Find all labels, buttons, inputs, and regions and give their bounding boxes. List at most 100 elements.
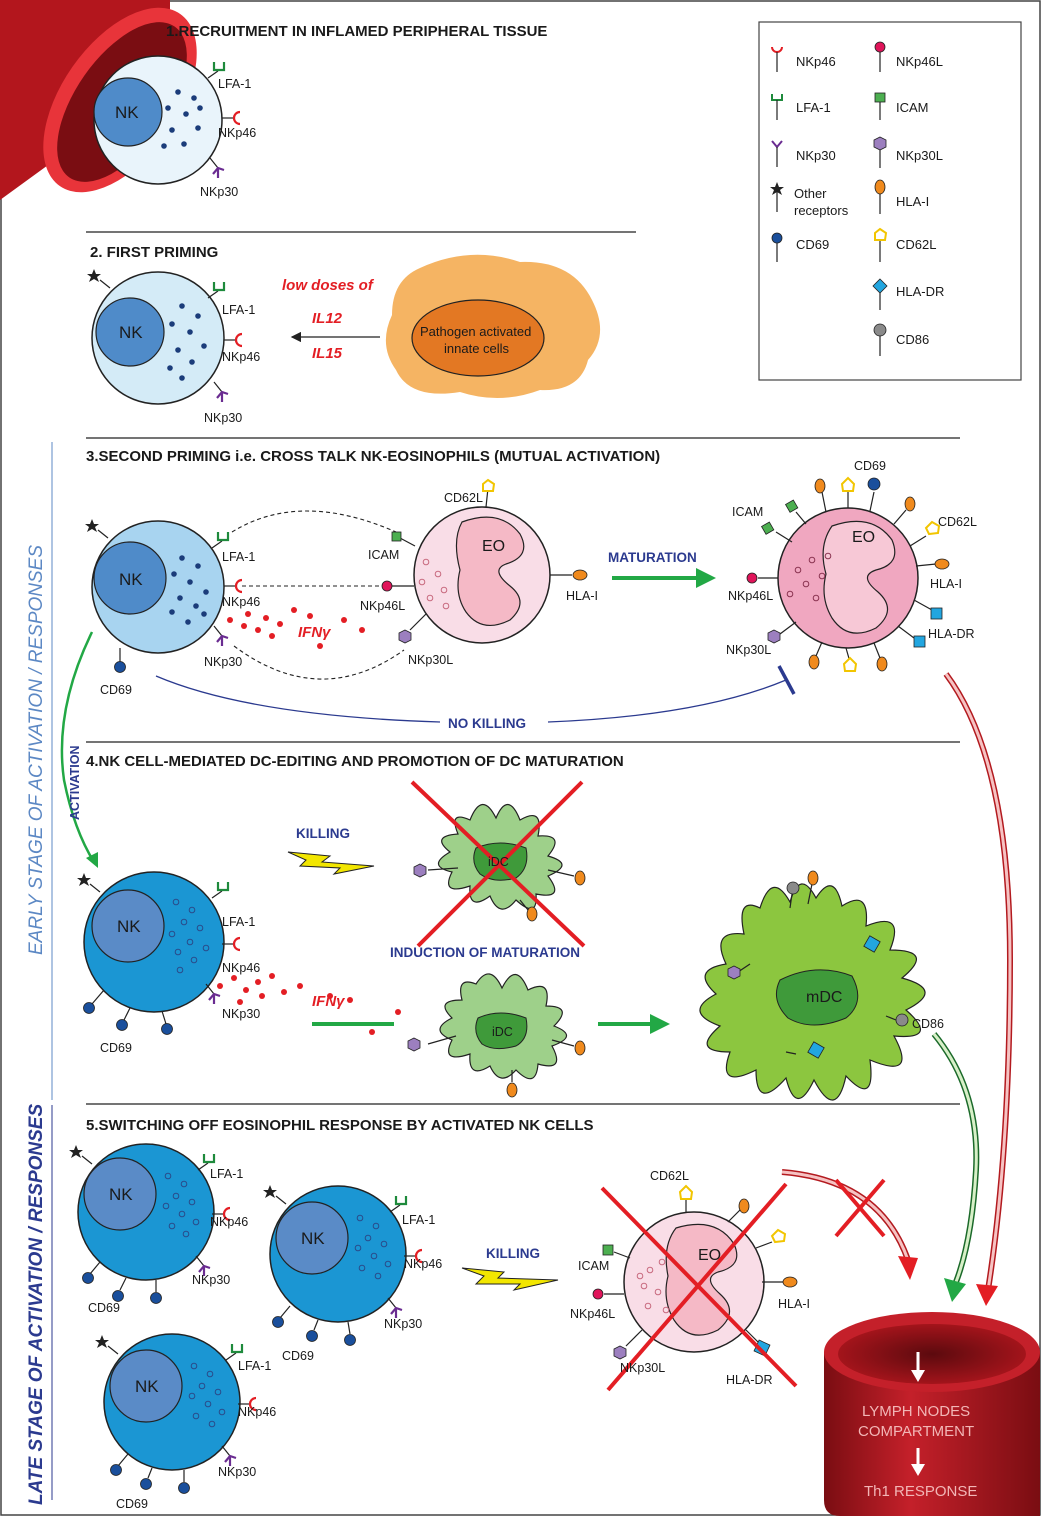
legend-nkp30: NKp30 [796,148,836,163]
nkp30-label-5c: NKp30 [218,1465,256,1479]
nkp30-label-3: NKp30 [204,655,242,669]
section-5-title: 5.SWITCHING OFF EOSINOPHIL RESPONSE BY A… [86,1117,594,1134]
legend-cd62l: CD62L [896,237,936,252]
nkp46-label-1: NKp46 [218,126,256,140]
hlai-label-3: HLA-I [566,589,598,603]
eo-label-killed: EO [698,1247,721,1264]
induction-label: INDUCTION OF MATURATION [390,945,580,960]
nkp30-label-1: NKp30 [200,185,238,199]
early-stage-label: EARLY STAGE OF ACTIVATION / RESPONSES [26,545,47,955]
nk-cell-section3 [84,518,244,674]
mature-eosinophil [746,476,950,672]
nk-cell-section1 [93,55,242,185]
nkp46-label-5a: NKp46 [210,1215,248,1229]
section-4-title: 4.NK CELL-MEDIATED DC-EDITING AND PROMOT… [86,753,624,770]
eo-label-3: EO [482,538,505,555]
lfa1-label-5a: LFA-1 [210,1167,243,1181]
nk-label-5b: NK [301,1229,325,1248]
activation-label: ACTIVATION [68,745,82,820]
ifn-label-4: IFNγ [312,993,346,1010]
dc-to-lymph-arrow-inner [932,1033,978,1283]
icam-label-mature: ICAM [732,505,763,519]
eo-label-mature: EO [852,529,875,546]
nk-cell-section5-c [94,1333,258,1494]
nkp30l-label-3: NKp30L [408,653,453,667]
legend-cd86: CD86 [896,332,929,347]
nkp46-label-5b: NKp46 [404,1257,442,1271]
icam-label-5: ICAM [578,1259,609,1273]
nkp46-label-2: NKp46 [222,350,260,364]
il15-label: IL15 [312,345,343,362]
ifn-dots-section4 [217,973,401,1035]
il12-label: IL12 [312,310,343,327]
no-killing-bar [777,665,796,695]
dashed-lfa-icam [231,510,397,533]
lfa1-label-4: LFA-1 [222,915,255,929]
lfa1-label-1: LFA-1 [218,77,251,91]
lymph-node-vessel [824,1312,1040,1516]
nk-cell-section2 [86,268,244,405]
nkp46-label-4: NKp46 [222,961,260,975]
nk-label-1: NK [115,103,139,122]
cd69-label-3: CD69 [100,683,132,697]
idc-label-induced: iDC [492,1025,513,1039]
no-killing-line [155,675,787,723]
eosinophil-killed [592,1182,798,1392]
lfa1-label-2: LFA-1 [222,303,255,317]
pathogen-label-1: Pathogen activated [420,324,531,339]
blocked-cross-2 [834,1178,886,1238]
cd62l-label-5: CD62L [650,1169,689,1183]
nkp46l-label-3: NKp46L [360,599,405,613]
lymph-label-1: LYMPH NODES [862,1403,970,1420]
idc-label-killed: iDC [488,855,509,869]
nk-cell-section5-a [68,1143,232,1304]
hladr-label-5: HLA-DR [726,1373,773,1387]
activation-arrow [60,631,96,863]
nkp30l-label-mature: NKp30L [726,643,771,657]
cd62l-label-mature: CD62L [938,515,977,529]
legend-hlai: HLA-I [896,194,929,209]
cd69-label-5b: CD69 [282,1349,314,1363]
nk-cell-section5-b [262,1184,424,1346]
pathogen-activated-cell [385,254,601,399]
maturation-arrow-head [696,568,716,588]
lymph-label-2: COMPARTMENT [858,1423,974,1440]
late-stage-label: LATE STAGE OF ACTIVATION / RESPONSES [26,1104,47,1505]
cd62l-label-3: CD62L [444,491,483,505]
cd69-label-5c: CD69 [116,1497,148,1511]
maturation-label: MATURATION [608,550,697,565]
activation-arrow-head [86,852,98,868]
legend-hladr: HLA-DR [896,284,944,299]
cd69-label-5a: CD69 [88,1301,120,1315]
lfa1-label-5c: LFA-1 [238,1359,271,1373]
th1-label: Th1 RESPONSE [864,1483,977,1500]
icam-label-3: ICAM [368,548,399,562]
mdc-arrow-head [650,1014,670,1034]
nkp30-label-2: NKp30 [204,411,242,425]
legend-other-1: Other [794,186,827,201]
low-doses-label: low doses of [282,277,375,294]
no-killing-label: NO KILLING [448,716,526,731]
nk-label-5a: NK [109,1185,133,1204]
dc-to-lymph-arrowhead [944,1278,966,1302]
lfa1-label-5b: LFA-1 [402,1213,435,1227]
legend-lfa1: LFA-1 [796,100,831,115]
nk-label-2: NK [119,323,143,342]
nkp46l-label-5: NKp46L [570,1307,615,1321]
eo-to-lymph-arrow-inner [944,673,1012,1291]
ifn-dots-section3 [227,607,365,649]
section-1-title: 1.RECRUITMENT IN INFLAMED PERIPHERAL TIS… [166,23,547,40]
lightning-5 [461,1267,559,1291]
blocked-arrow-inner [781,1170,910,1261]
legend-nkp30l: NKp30L [896,148,943,163]
killing-label-4: KILLING [296,826,350,841]
lightning-4 [287,851,375,875]
lfa1-label-3: LFA-1 [222,550,255,564]
section-2-title: 2. FIRST PRIMING [90,244,218,261]
legend-nkp46l: NKp46L [896,54,943,69]
legend [758,21,1022,381]
hladr-label-mature: HLA-DR [928,627,975,641]
cd69-label-mature: CD69 [854,459,886,473]
pathogen-label-2: innate cells [444,341,510,356]
hlai-label-mature: HLA-I [930,577,962,591]
